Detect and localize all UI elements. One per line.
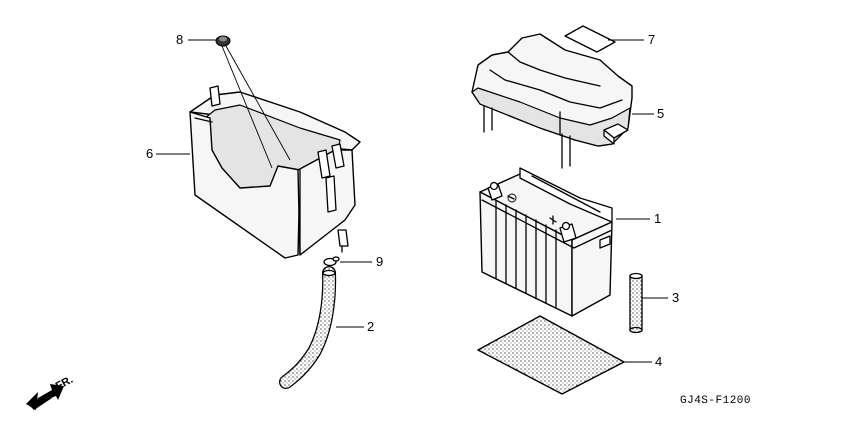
callout-5: 5 — [657, 106, 664, 121]
callout-9: 9 — [376, 254, 383, 269]
callout-8: 8 — [176, 32, 183, 47]
grommet — [215, 35, 231, 47]
battery-box — [189, 85, 361, 259]
leader-lines — [156, 39, 668, 363]
callout-6: 6 — [146, 146, 153, 161]
breather-tube — [279, 266, 337, 389]
front-arrow-icon — [26, 384, 64, 410]
front-direction-label: FR. — [54, 374, 75, 393]
short-tube — [629, 272, 643, 334]
clip — [323, 256, 340, 267]
battery-pad — [477, 315, 625, 395]
callout-1: 1 — [654, 211, 661, 226]
callout-7: 7 — [648, 32, 655, 47]
battery — [479, 167, 613, 317]
callout-2: 2 — [367, 319, 374, 334]
battery-cover — [471, 33, 633, 169]
label-sticker — [564, 25, 616, 53]
callout-4: 4 — [655, 354, 662, 369]
callout-3: 3 — [672, 290, 679, 305]
drawing-code: GJ4S-F1200 — [680, 395, 751, 407]
